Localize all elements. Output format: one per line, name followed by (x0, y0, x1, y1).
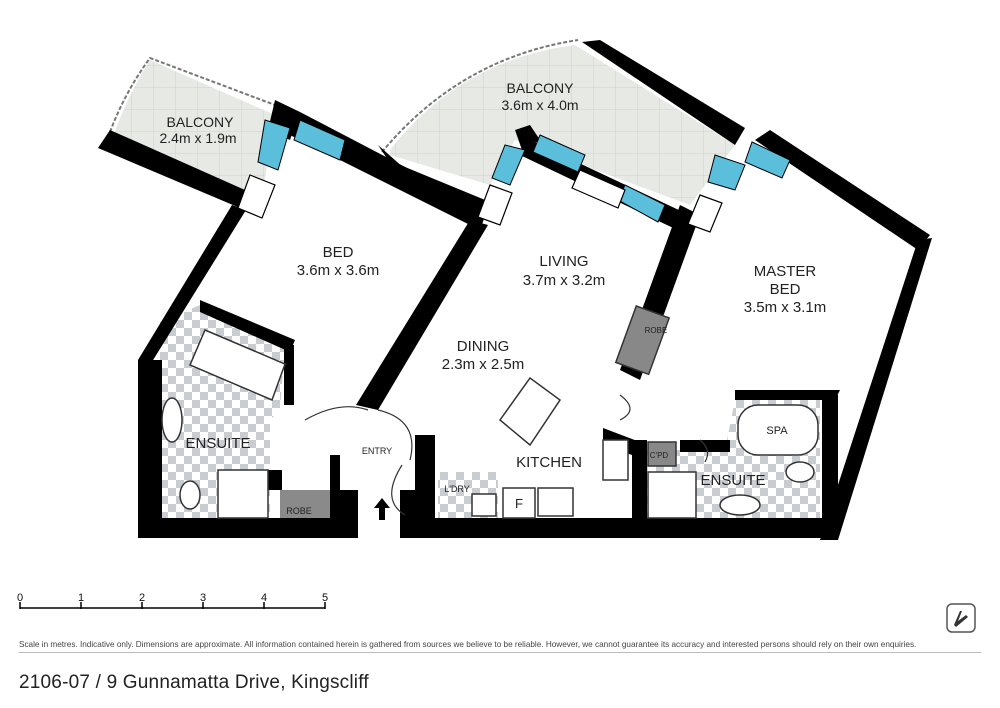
scale-tick-5: 5 (322, 592, 329, 604)
basin-right (719, 494, 761, 516)
bed-name: BED (323, 244, 354, 261)
toilet-right (785, 461, 815, 483)
arrow-up-icon (374, 498, 390, 520)
laundry-tub (471, 493, 497, 517)
bed-dims: 3.6m x 3.6m (297, 262, 380, 279)
balcony-left-name: BALCONY (167, 114, 235, 130)
sink-kitchen (602, 439, 629, 481)
property-address: 2106-07 / 9 Gunnamatta Drive, Kingscliff (19, 672, 369, 693)
robe-left-name: ROBE (286, 506, 312, 516)
scale-tick-0: 0 (17, 592, 24, 604)
balcony-left-dims: 2.4m x 1.9m (159, 130, 236, 146)
laundry-name: L'DRY (444, 484, 470, 494)
master-bed-name-2: BED (770, 281, 801, 298)
living-name: LIVING (539, 253, 588, 270)
balcony-mid-dims: 3.6m x 4.0m (501, 97, 578, 113)
bathtub (189, 329, 286, 402)
balcony-mid-name: BALCONY (507, 80, 575, 96)
spa-tub (737, 404, 819, 456)
floor-plan: BALCONY 2.4m x 1.9m BALCONY 3.6m x 4.0m … (98, 39, 932, 540)
spa-name: SPA (766, 425, 788, 437)
master-bed-dims: 3.5m x 3.1m (744, 299, 827, 316)
robe-left-floor (280, 490, 330, 518)
robe-master-name: ROBE (645, 326, 668, 335)
windows (257, 119, 791, 223)
dining-name: DINING (457, 338, 510, 355)
scale-tick-1: 1 (78, 592, 85, 604)
scale-tick-3: 3 (200, 592, 207, 604)
floorplan-logo-icon (946, 603, 976, 633)
fridge-box (502, 487, 536, 519)
cupboard-box (647, 441, 677, 467)
shower-left (217, 469, 269, 519)
sliding-doors (237, 169, 723, 233)
balcony-mid-glass (381, 39, 579, 153)
divider (19, 652, 981, 653)
dining-dims: 2.3m x 2.5m (442, 356, 525, 373)
balcony-mid-area (390, 45, 735, 205)
master-bed-name-1: MASTER (754, 263, 817, 280)
ensuite-right-name: ENSUITE (700, 472, 765, 489)
fridge-name: F (515, 496, 523, 511)
balcony-left-area (112, 60, 275, 210)
scale-tick-2: 2 (139, 592, 146, 604)
toilet-left (179, 480, 201, 510)
scale-bar: 0 1 2 3 4 5 (17, 592, 328, 610)
kitchen-name: KITCHEN (516, 454, 582, 471)
shower-right (647, 471, 697, 519)
entry-name: ENTRY (362, 446, 392, 456)
fixtures (161, 305, 819, 519)
scale-tick-4: 4 (261, 592, 268, 604)
basin-left (161, 397, 183, 443)
living-dims: 3.7m x 3.2m (523, 272, 606, 289)
robe-master-box (614, 305, 671, 376)
cooktop (537, 487, 574, 517)
door-swings (304, 394, 709, 516)
cupboard-name: C'PD (650, 451, 669, 460)
ensuite-left-name: ENSUITE (185, 435, 250, 452)
balcony-left-glass (109, 56, 276, 133)
disclaimer-text: Scale in metres. Indicative only. Dimens… (19, 640, 917, 649)
dining-table (498, 376, 562, 447)
